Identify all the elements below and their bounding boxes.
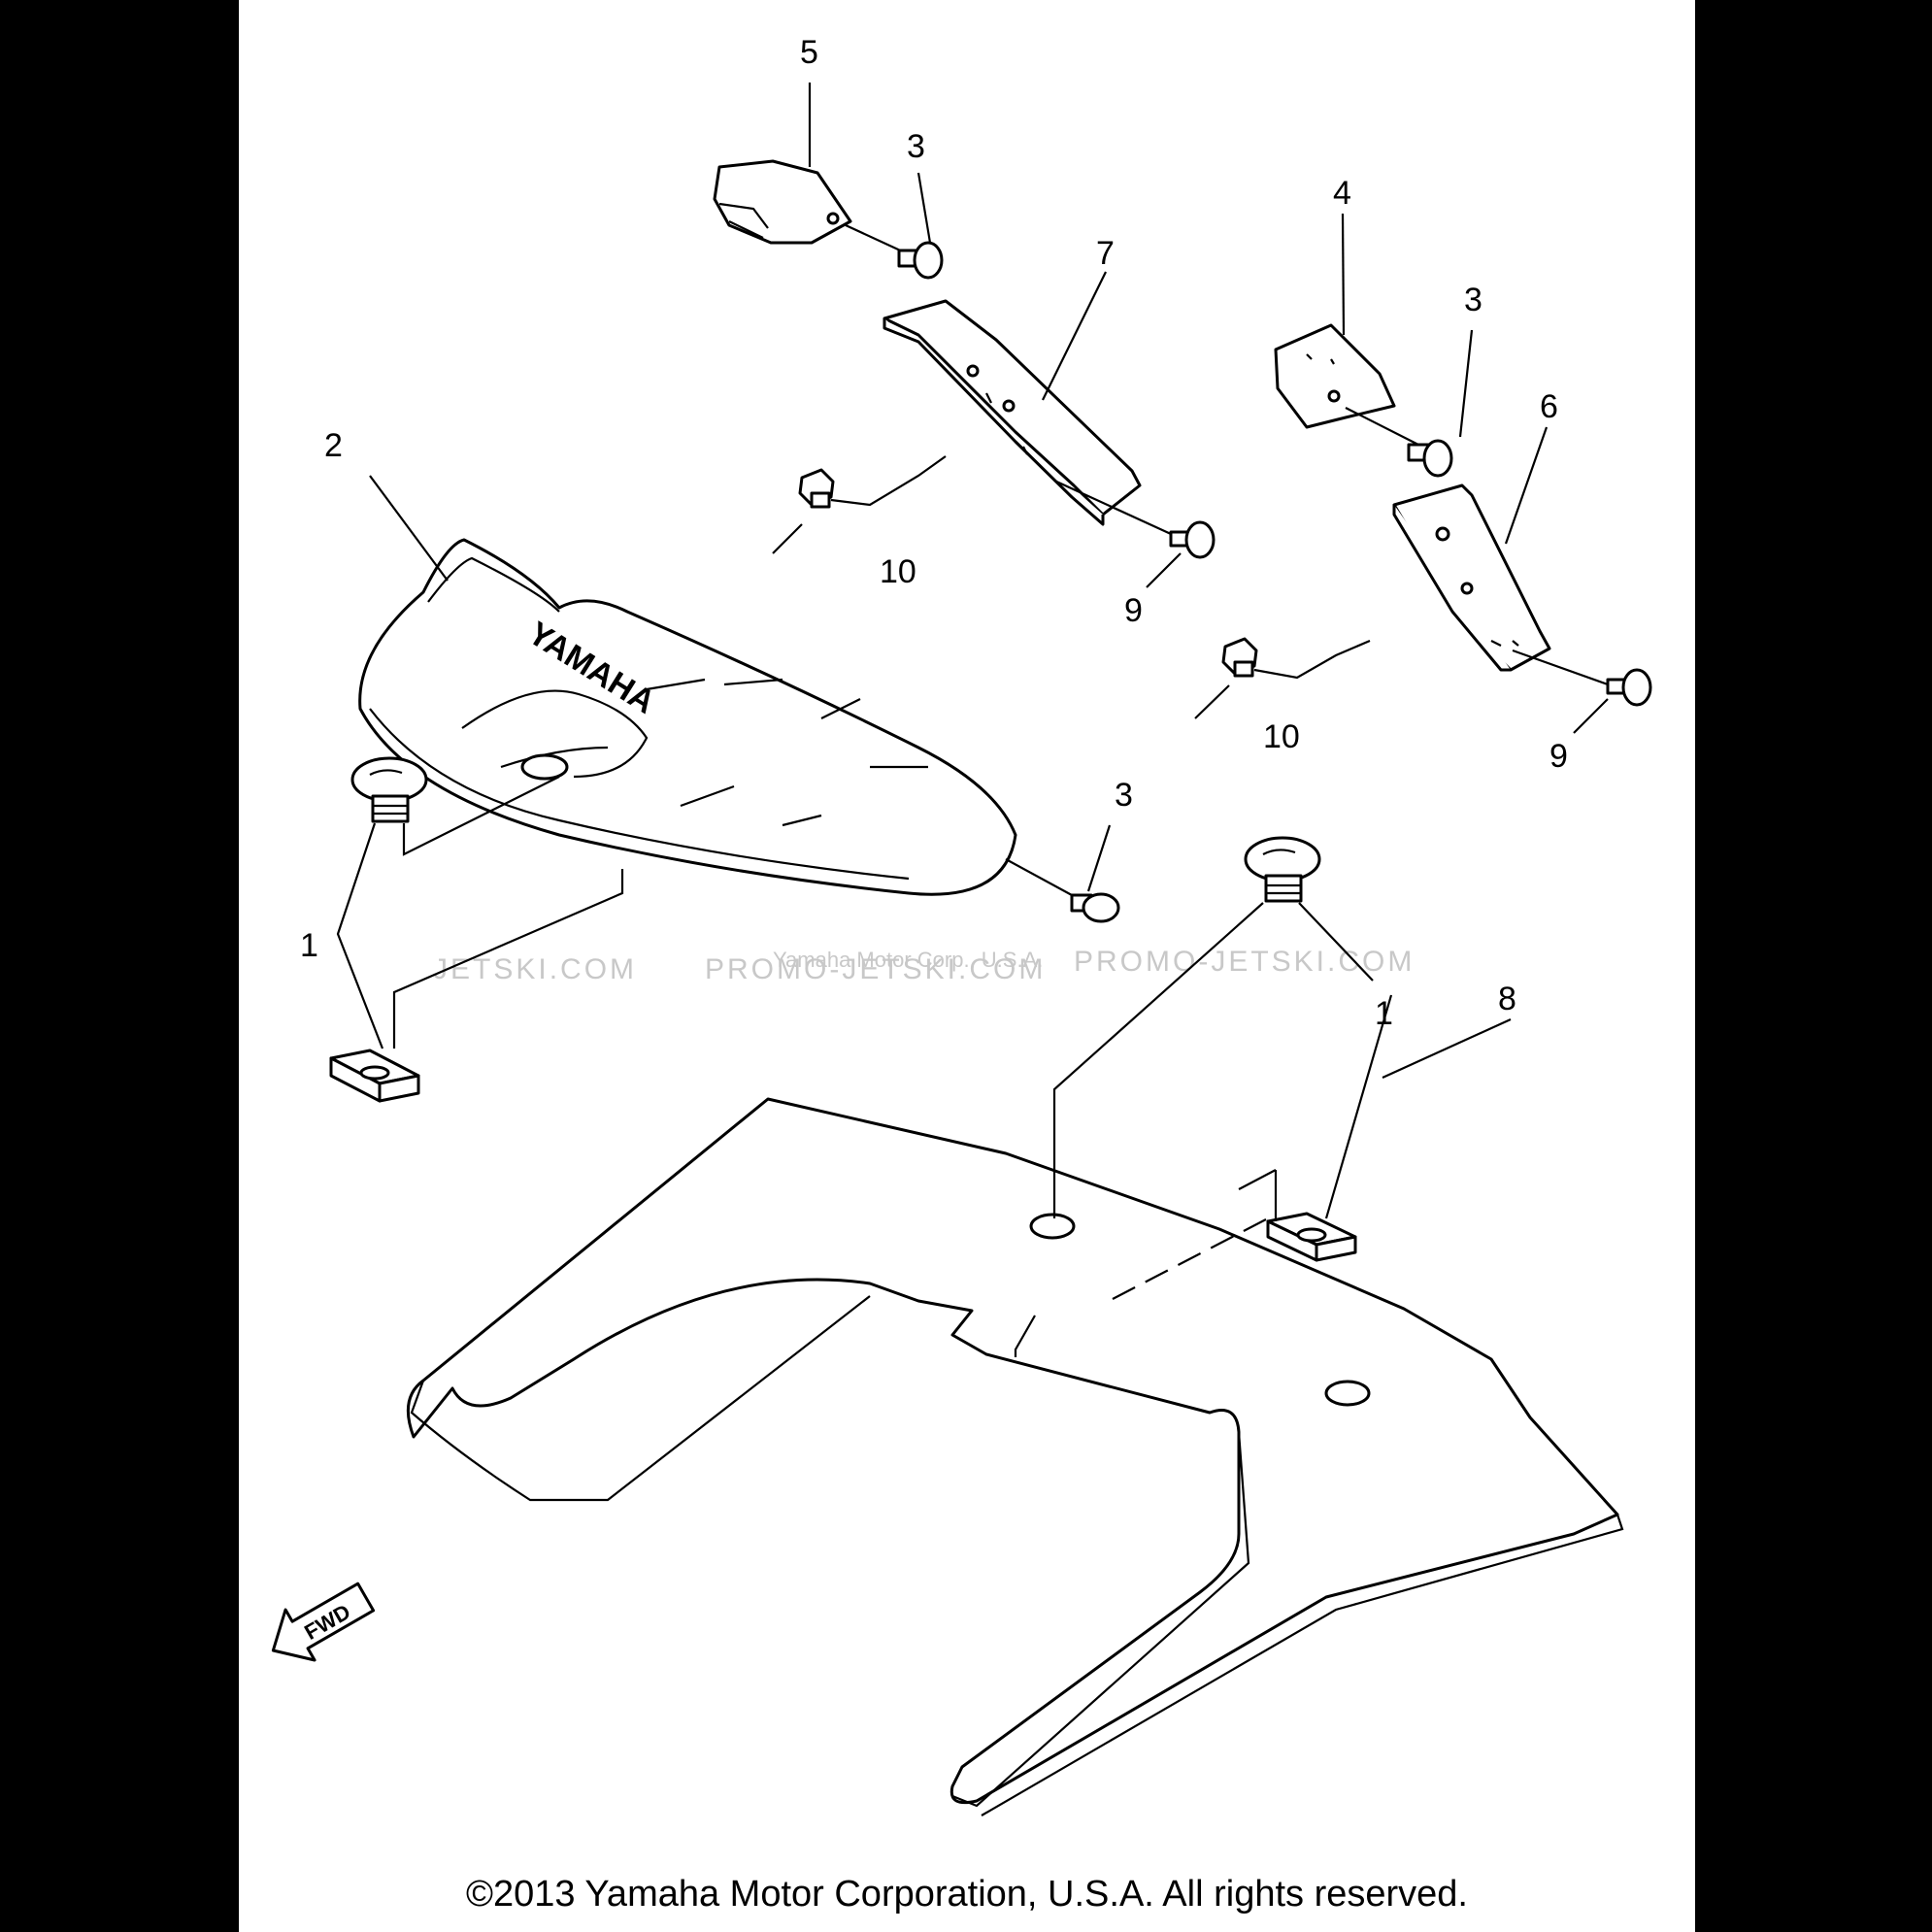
copyright-footer: ©2013 Yamaha Motor Corporation, U.S.A. A…: [466, 1874, 1468, 1915]
mat-hole-right: [1324, 1380, 1371, 1407]
part-nut-10-right: [1221, 637, 1371, 680]
part-screw-3-right: [1345, 407, 1453, 478]
watermark-row: JETSKI.COM PROMO-JETSKI.COM PROMO-JETSKI…: [433, 946, 1415, 985]
part-clip-right: [1266, 1212, 1357, 1262]
mat-hole-center: [1029, 1213, 1076, 1240]
watermark-site-right: PROMO-JETSKI.COM: [1074, 946, 1415, 978]
callout-4: 4: [1333, 175, 1351, 212]
callout-5: 5: [800, 34, 818, 71]
callout-3-top: 3: [907, 128, 925, 165]
watermark-site-left: JETSKI.COM: [433, 953, 637, 985]
part-screw-3-top: [845, 224, 944, 280]
callout-10-right: 10: [1263, 718, 1300, 755]
part-nut-10-top: [798, 455, 947, 509]
part-screw-3-cover: [1005, 858, 1120, 923]
part-bracket-7: [883, 299, 1142, 526]
watermark-site-mid: PROMO-JETSKI.COM: [705, 953, 1046, 985]
part-bolt-9-right: [1512, 649, 1652, 707]
callout-3-cover: 3: [1115, 777, 1133, 814]
callout-6: 6: [1540, 388, 1558, 425]
diagram-sheet: JETSKI.COM PROMO-JETSKI.COM PROMO-JETSKI…: [239, 0, 1695, 1932]
part-clip-5: [713, 159, 852, 245]
callout-2: 2: [324, 427, 343, 464]
callout-1-left: 1: [300, 927, 318, 964]
part-bracket-6: [1392, 483, 1551, 672]
part-front-cover: YAMAHA: [358, 538, 1017, 896]
fwd-arrow-icon: FWD: [271, 1582, 376, 1662]
part-grommet-right: [1244, 836, 1321, 903]
callout-7: 7: [1096, 235, 1115, 272]
callout-10-top: 10: [880, 553, 916, 590]
callout-9-right: 9: [1549, 738, 1568, 775]
callout-8: 8: [1498, 981, 1516, 1017]
part-bolt-9-top: [1053, 480, 1216, 559]
front-cover-hole: [520, 753, 569, 781]
callout-1-right: 1: [1375, 995, 1393, 1032]
parts-exploded-diagram: JETSKI.COM PROMO-JETSKI.COM PROMO-JETSKI…: [271, 34, 1652, 1816]
part-mat: [406, 1097, 1624, 1816]
watermark-owner: Yamaha Motor Corp., U.S.A.: [773, 948, 1043, 972]
callout-3-right: 3: [1464, 282, 1482, 318]
part-grommet-left: [350, 756, 428, 823]
part-clip-4: [1274, 323, 1396, 429]
leader-lines: [336, 83, 1609, 1221]
callout-numbers: 5 3 7 4 3 6 2 3 10 9 9 10 8 1 1: [300, 34, 1568, 1032]
part-clip-left: [329, 1049, 420, 1103]
callout-9-top: 9: [1124, 592, 1143, 629]
